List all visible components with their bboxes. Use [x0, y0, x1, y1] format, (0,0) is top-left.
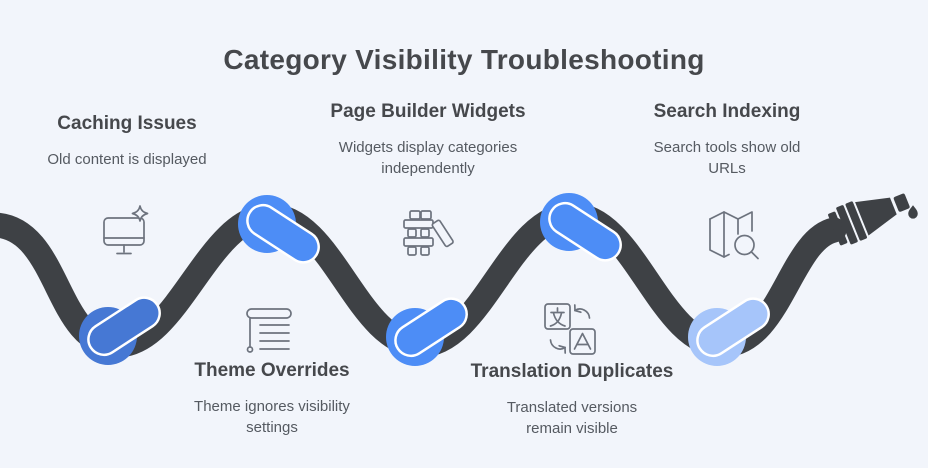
section-caching: Caching Issues Old content is displayed: [17, 113, 237, 170]
stacked-blocks-icon: [403, 210, 454, 256]
section-desc: Widgets display categories independently: [338, 139, 518, 177]
nozzle: [828, 193, 910, 246]
map-magnifier-icon: [709, 211, 759, 260]
section-translation-duplicates: Translation Duplicates Translated versio…: [447, 361, 697, 439]
section-desc: Search tools show old URLs: [653, 139, 801, 177]
section-desc: Theme ignores visibility settings: [194, 398, 350, 436]
section-heading: Translation Duplicates: [470, 361, 674, 382]
section-heading: Caching Issues: [57, 113, 197, 134]
page-title: Category Visibility Troubleshooting: [223, 44, 705, 75]
section-search-indexing: Search Indexing Search tools show old UR…: [632, 101, 822, 179]
section-heading: Theme Overrides: [194, 360, 350, 381]
monitor-sparkle-icon: [103, 205, 149, 255]
section-heading: Page Builder Widgets: [330, 101, 526, 122]
section-desc: Old content is displayed: [47, 151, 207, 168]
translate-icon: [544, 303, 596, 355]
window-blind-icon: [246, 308, 292, 353]
section-page-builder: Page Builder Widgets Widgets display cat…: [318, 101, 538, 179]
section-heading: Search Indexing: [653, 101, 801, 122]
droplet: [908, 205, 918, 219]
section-theme-overrides: Theme Overrides Theme ignores visibility…: [162, 360, 382, 438]
section-desc: Translated versions remain visible: [506, 399, 638, 437]
